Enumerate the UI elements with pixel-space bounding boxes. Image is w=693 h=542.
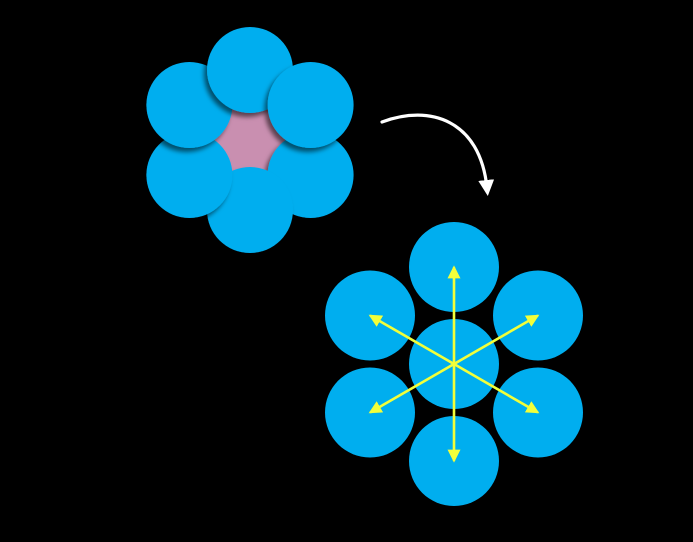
- radial-arrow-icon: [368, 314, 456, 366]
- radial-arrow-icon: [452, 362, 540, 414]
- after-cluster: [325, 222, 583, 506]
- radial-arrow-icon: [368, 362, 456, 414]
- radial-arrow-icon: [452, 314, 540, 366]
- radial-arrows: [368, 265, 540, 463]
- ring-circle: [146, 132, 233, 218]
- before-ring: [146, 27, 354, 253]
- curved-arrow-icon: [380, 113, 495, 196]
- before-cluster: [146, 27, 354, 253]
- center-gap: [212, 102, 288, 178]
- ring-circle: [267, 62, 354, 148]
